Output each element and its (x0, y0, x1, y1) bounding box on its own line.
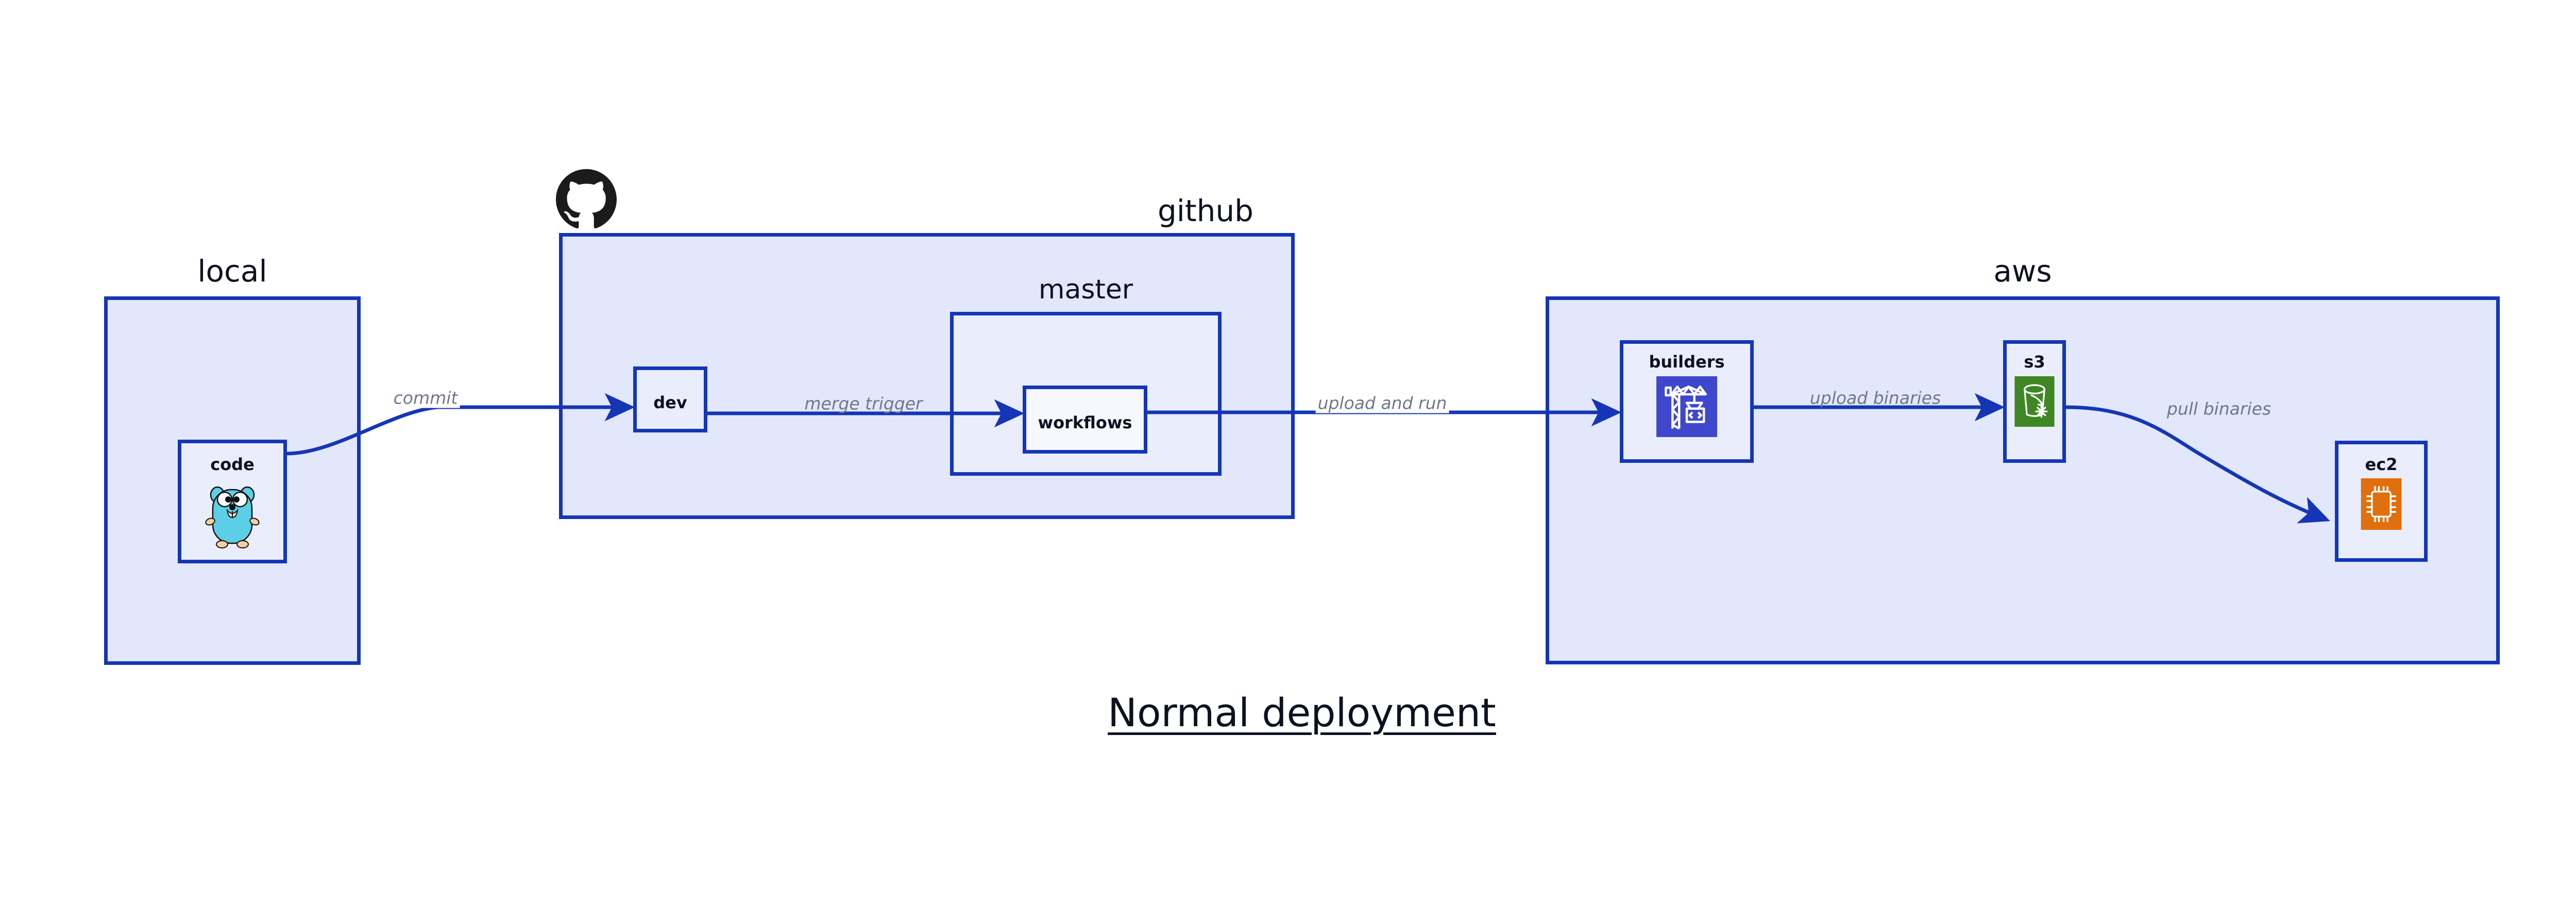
edge-label-pull-binaries: pull binaries (2166, 398, 2272, 419)
node-dev[interactable]: dev (633, 366, 707, 432)
node-s3[interactable]: s3 (2003, 340, 2066, 463)
edge-label-upload-and-run: upload and run (1315, 393, 1449, 413)
edge-label-merge-trigger: merge trigger (804, 393, 923, 414)
diagram-title: Normal deployment (1108, 690, 1496, 736)
group-label-master: master (1038, 274, 1133, 305)
aws-bucket-icon (2007, 376, 2062, 427)
node-builders-label: builders (1649, 352, 1725, 372)
node-dev-label: dev (653, 393, 687, 412)
edge-label-upload-binaries: upload binaries (1809, 388, 1941, 408)
github-octocat-logo (555, 169, 617, 230)
node-ec2-label: ec2 (2365, 455, 2398, 474)
node-ec2[interactable]: ec2 (2335, 441, 2428, 562)
edge-label-commit: commit (391, 388, 460, 408)
node-code[interactable]: code (178, 440, 287, 563)
node-builders[interactable]: builders (1620, 340, 1754, 463)
group-label-aws: aws (1993, 254, 2052, 289)
group-label-github: github (1157, 193, 1253, 228)
node-workflows-label: workflows (1038, 413, 1132, 432)
node-s3-label: s3 (2024, 352, 2045, 372)
go-gopher-icon (181, 480, 283, 553)
aws-crane-icon (1623, 376, 1750, 437)
group-label-local: local (197, 254, 267, 289)
node-workflows[interactable]: workflows (1023, 386, 1147, 454)
node-code-label: code (210, 455, 255, 474)
aws-chip-icon (2338, 478, 2424, 530)
